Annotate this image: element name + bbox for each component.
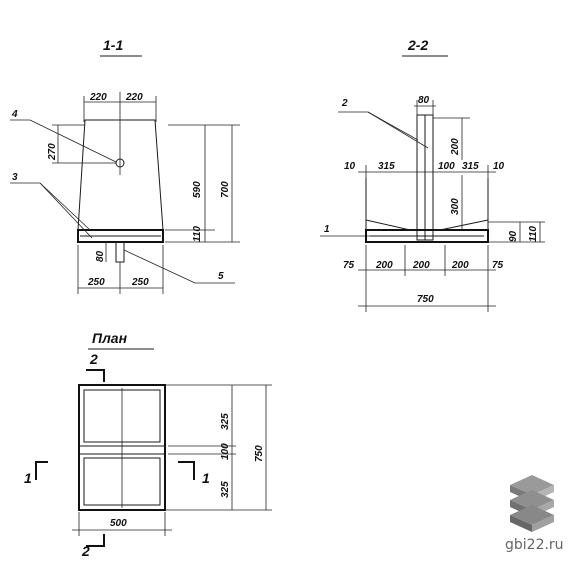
cut-2-top: 2 [89,351,98,367]
dim-200-c: 200 [451,260,469,271]
dim-80: 80 [95,250,106,262]
dim-325-top: 325 [220,413,231,430]
cut-1-right: 1 [202,470,210,486]
leader [123,249,196,284]
watermark: gbi22.ru [505,475,564,553]
plan-view: План 2 2 1 1 325 100 325 750 500 [24,330,272,559]
dim-270: 270 [47,143,58,161]
dim-700: 700 [220,181,231,198]
haunch-right [433,219,489,231]
dim-100: 100 [220,443,231,460]
dim-250-right: 250 [131,277,149,288]
dim-325-bottom: 325 [220,481,231,498]
haunch-left [365,219,417,231]
dim-200-vert: 200 [450,138,461,156]
cut-marker-bottom [86,534,105,547]
section-1-1: 1-1 220 220 270 590 700 110 80 [10,37,240,294]
dim-80: 80 [418,95,430,106]
dim-10-right: 10 [493,161,505,172]
watermark-text: gbi22.ru [505,537,564,553]
dim-90: 90 [508,230,519,242]
leader [39,182,91,231]
dim-220-right: 220 [125,92,143,103]
section-1-1-title: 1-1 [103,37,123,53]
dim-10-left: 10 [344,161,356,172]
plan-outline [78,384,166,511]
cut-marker-left [35,461,48,480]
dim-110: 110 [528,226,539,242]
dim-315-right: 315 [462,161,479,172]
dim-250-left: 250 [87,277,105,288]
cut-2-bottom: 2 [81,543,90,559]
dim-110: 110 [192,226,203,242]
dim-300: 300 [450,198,461,215]
dim-315-left: 315 [378,161,395,172]
callout-3: 3 [12,172,18,183]
cut-marker-top [86,369,105,382]
dim-75-right: 75 [492,260,504,271]
plan-title: План [92,330,128,346]
callout-4: 4 [11,109,18,120]
dim-200-b: 200 [412,260,430,271]
section-2-2: 2-2 80 200 10 315 100 315 10 300 [320,37,545,312]
layers-logo-icon [510,475,554,532]
dim-750: 750 [417,294,434,305]
callout-1: 1 [324,224,330,235]
dim-590: 590 [192,181,203,198]
dim-220-left: 220 [89,92,107,103]
leader [29,119,117,163]
dim-750: 750 [254,445,265,462]
dim-100: 100 [438,161,455,172]
section-2-2-title: 2-2 [407,37,428,53]
dim-200-a: 200 [375,260,393,271]
dim-75-left: 75 [343,260,355,271]
cut-marker-right [178,461,195,480]
cut-1-left: 1 [24,470,32,486]
callout-2: 2 [341,98,348,109]
wall-body [77,119,164,231]
dim-500: 500 [110,518,127,529]
leader [367,111,429,149]
anchor-pin [115,241,125,263]
callout-5: 5 [218,271,224,282]
leader [39,182,93,239]
